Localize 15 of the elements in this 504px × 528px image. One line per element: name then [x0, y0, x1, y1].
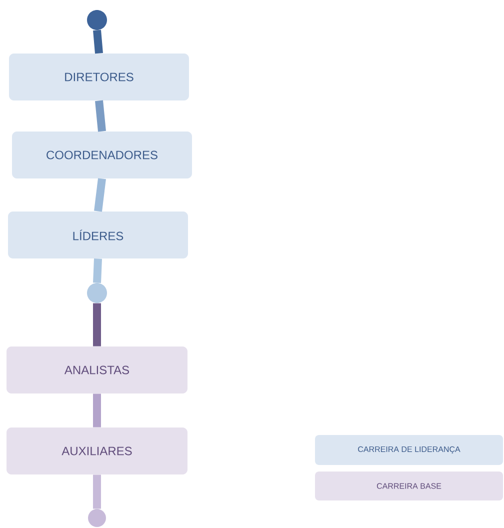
circle-marker — [87, 10, 107, 30]
connector-line — [95, 100, 106, 132]
connector-line — [93, 30, 103, 54]
connector-line — [93, 474, 101, 509]
connector-line — [93, 394, 101, 428]
connector-line — [94, 178, 106, 212]
connector-line — [93, 303, 101, 346]
connector-line — [93, 258, 102, 283]
level-box: ANALISTAS — [6, 346, 188, 394]
circle-marker — [87, 283, 107, 303]
level-box: COORDENADORES — [12, 132, 192, 178]
level-box: DIRETORES — [9, 54, 189, 100]
level-box: AUXILIARES — [6, 428, 188, 474]
level-box: LÍDERES — [8, 212, 188, 258]
circle-marker — [88, 509, 106, 527]
